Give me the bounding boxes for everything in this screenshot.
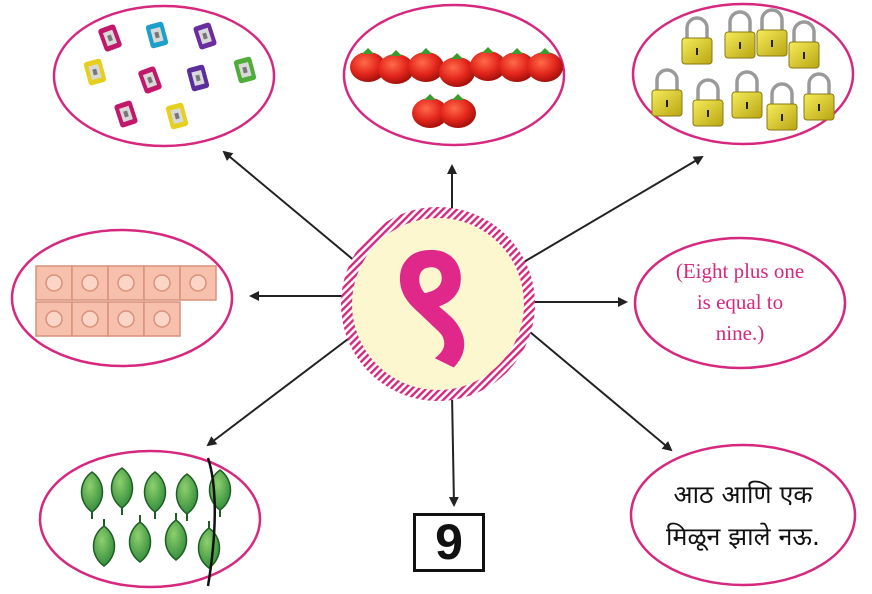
marathi-sentence: आठ आणि एक मिळून झाले नऊ. (666, 480, 820, 551)
sharpeners-group (83, 21, 257, 130)
leaves-oval (38, 449, 262, 589)
center-badge: ९ (341, 203, 535, 401)
arrow-to-leaves (206, 335, 353, 447)
blocks-group (35, 265, 217, 337)
marathi-text-oval (629, 443, 857, 587)
center-numeral: ९ (388, 203, 476, 401)
arrow-to-sharpeners (222, 150, 357, 263)
padlocks-group (651, 8, 835, 131)
arrow-to-padlocks (516, 155, 704, 267)
arrow-to-digit (448, 393, 459, 507)
separator-line (206, 457, 216, 587)
arrow-to-marathi-text (523, 326, 673, 452)
digit-box: 9 (413, 513, 485, 572)
leaves-group (80, 457, 232, 587)
english-text-oval (633, 236, 847, 370)
tomatoes-group (350, 47, 563, 128)
arrows (206, 150, 704, 507)
english-sentence: (Eight plus one is equal to nine.) (675, 259, 805, 345)
